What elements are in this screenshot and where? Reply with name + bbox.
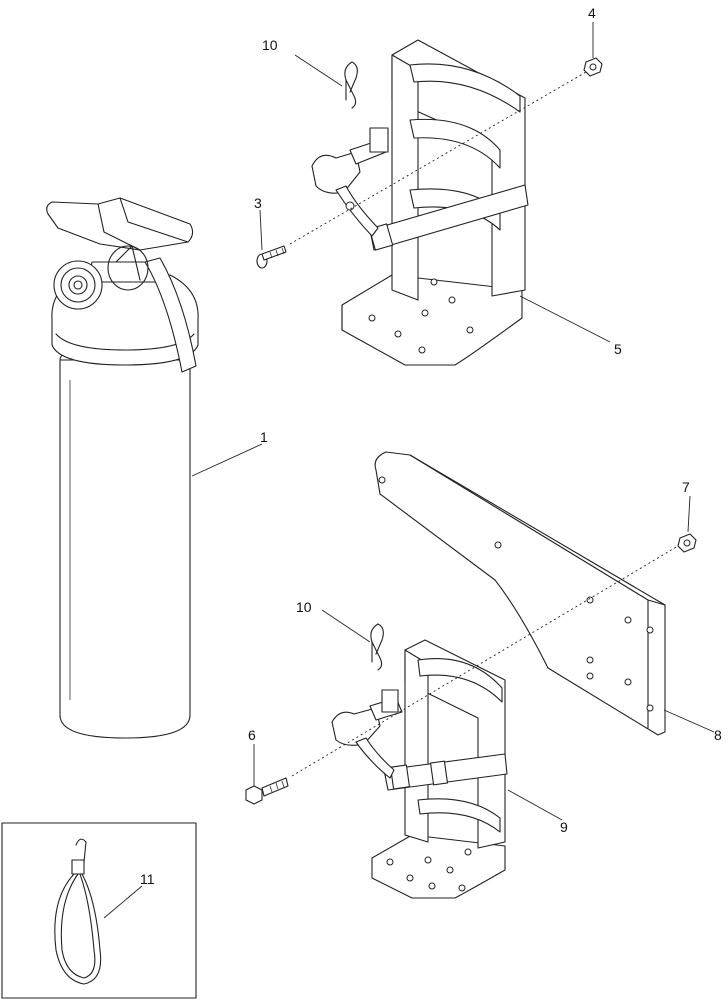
callout-1: 1 [260,429,268,445]
strap-inset [1,822,197,999]
hitch-pin-10-upper [344,61,358,109]
upper-bracket [311,39,529,366]
fire-extinguisher [46,197,199,739]
callout-8: 8 [714,727,722,743]
screw-3 [256,245,287,269]
bolt-6 [245,777,289,805]
callout-10-lower: 10 [296,599,312,615]
leader-lines [103,22,715,919]
callout-9: 9 [560,819,568,835]
callout-4: 4 [588,5,596,21]
callout-5: 5 [614,341,622,357]
nut-4 [583,57,603,77]
callout-6: 6 [248,727,256,743]
hitch-pin-10-lower [370,623,384,671]
callout-11: 11 [140,871,155,887]
nut-7 [677,533,697,553]
mounting-plate [374,451,666,736]
callout-3: 3 [254,195,262,211]
callout-7: 7 [682,479,690,495]
lower-bracket [331,639,508,899]
callout-10-upper: 10 [262,37,278,53]
